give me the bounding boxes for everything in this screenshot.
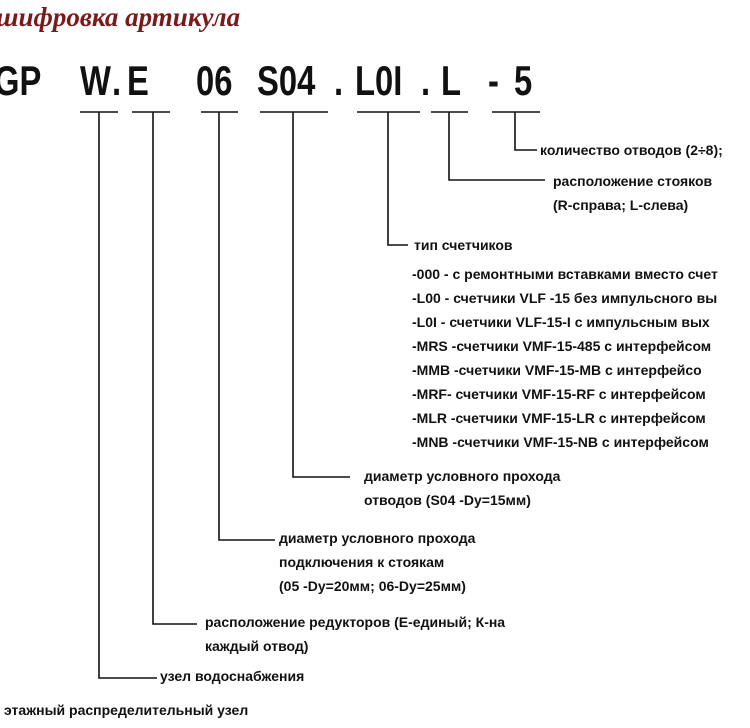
list-item: -MRF- счетчики VMF-15-RF с интерфейсом [412,386,706,402]
list-item: -L0I - счетчики VLF-15-I с импульсным вы… [412,314,710,330]
label-risers-position: расположение стояков [553,173,713,189]
label-reducers-position: расположение редукторов (Е-единый; К-на [205,614,506,630]
list-item: -MLR -счетчики VMF-15-LR с интерфейсом [412,410,706,426]
code-segment-e: E [127,57,149,104]
code-segment-5: 5 [514,57,533,104]
label-meter-type: тип счетчиков [414,237,513,253]
label-outlet-diameter-note: отводов (S04 -Dy=15мм) [364,492,531,508]
code-dot-1: . [112,57,122,104]
label-connection-diameter-note: (05 -Dy=20мм; 06-Dy=25мм) [279,578,466,594]
leader-meter-type [387,112,408,246]
list-item: -MMB -счетчики VMF-15-MB с интерфейсо [412,362,702,378]
code-segment-06: 06 [196,57,233,104]
list-item: -L00 - счетчики VLF -15 без импульсного … [412,290,718,306]
code-segment-s04: S04 [257,57,316,104]
leader-reducers-position [152,112,197,625]
leader-outlets-count [514,112,537,151]
code-segment-w: W [80,57,111,104]
leader-water-supply [98,112,157,679]
label-connection-diameter-2: подключения к стоякам [279,554,445,570]
label-risers-position-note: (R-справа; L-слева) [553,197,689,213]
label-outlet-diameter: диаметр условного прохода [364,468,561,484]
meter-type-list: -000 - с ремонтными вставками вместо сче… [412,262,718,454]
leader-connection-diameter [218,112,275,541]
page-title: шифровка артикула [0,2,241,32]
code-dot-2: . [334,57,344,104]
code-dash: - [488,57,499,104]
code-segment-gp: GP [0,57,42,104]
leader-outlet-diameter [292,112,350,478]
label-outlets-count: количество отводов (2÷8); [540,142,723,158]
list-item: -000 - с ремонтными вставками вместо сче… [412,266,718,282]
code-dot-3: . [421,57,431,104]
list-item: -MRS -счетчики VMF-15-485 с интерфейсом [412,338,712,354]
list-item: -MNB -счетчики VMF-15-NB с интерфейсом [412,434,709,450]
code-segment-l: L [441,57,462,104]
leader-risers-position [448,112,545,181]
label-connection-diameter: диаметр условного прохода [279,530,476,546]
label-water-supply-unit: узел водоснабжения [160,668,305,684]
label-reducers-position-2: каждый отвод) [205,638,309,654]
code-segment-l0i: L0I [355,57,403,104]
label-floor-unit: этажный распределительный узел [4,702,249,718]
